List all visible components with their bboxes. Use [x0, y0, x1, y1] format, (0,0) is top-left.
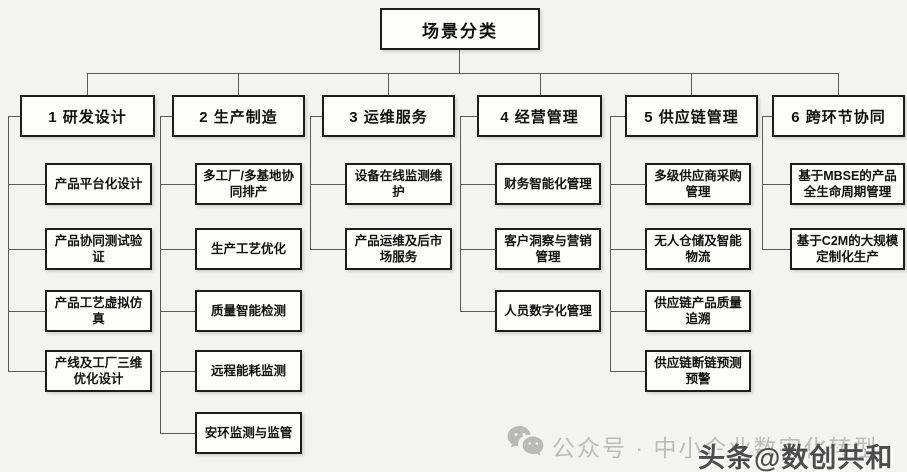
- node-category-rd-design: 1 研发设计: [20, 95, 155, 137]
- connector-line: [8, 371, 45, 372]
- node-item: 产品工艺虚拟仿真: [45, 290, 152, 332]
- connector-line: [460, 311, 495, 312]
- node-item: 客户洞察与营销管理: [495, 228, 601, 270]
- connector-line: [8, 184, 45, 185]
- node-item: 产品运维及后市场服务: [345, 228, 452, 270]
- connector-line: [460, 249, 495, 250]
- node-item: 产线及工厂三维优化设计: [45, 350, 152, 392]
- connector-line: [160, 116, 172, 117]
- connector-line: [160, 433, 195, 434]
- connector-line: [8, 116, 9, 371]
- connector-line: [160, 184, 195, 185]
- node-item: 无人仓储及智能物流: [645, 228, 751, 270]
- node-item: 产品平台化设计: [45, 163, 152, 205]
- watermark-toutiao-account: 头条@数创共和: [698, 443, 894, 472]
- connector-line: [310, 249, 345, 250]
- connector-line: [310, 116, 322, 117]
- node-item: 财务智能化管理: [495, 163, 601, 205]
- connector-line: [8, 116, 20, 117]
- connector-line: [610, 184, 645, 185]
- connector-line: [8, 249, 45, 250]
- node-item: 供应链断链预测预警: [645, 350, 751, 392]
- connector-line: [388, 73, 389, 95]
- connector-line: [160, 311, 195, 312]
- connector-line: [540, 73, 541, 95]
- node-category-manufacturing: 2 生产制造: [172, 95, 305, 137]
- connector-line: [762, 249, 790, 250]
- node-item: 人员数字化管理: [495, 290, 601, 332]
- connector-line: [310, 184, 345, 185]
- node-category-business-management: 4 经营管理: [477, 95, 602, 137]
- node-item: 安环监测与监管: [195, 412, 302, 454]
- connector-line: [610, 249, 645, 250]
- node-root: 场景分类: [380, 8, 540, 50]
- node-item: 远程能耗监测: [195, 350, 302, 392]
- connector-line: [762, 116, 763, 249]
- connector-line: [610, 116, 625, 117]
- connector-line: [762, 116, 772, 117]
- connector-line: [460, 116, 477, 117]
- connector-line: [762, 184, 790, 185]
- watermark-wechat-account: 公众号 · 中小企业数字化转型: [552, 435, 879, 461]
- connector-line: [460, 184, 495, 185]
- connector-line: [610, 311, 645, 312]
- connector-line: [838, 73, 839, 95]
- node-item: 生产工艺优化: [195, 228, 302, 270]
- connector-line: [8, 311, 45, 312]
- node-item: 多级供应商采购管理: [645, 163, 751, 205]
- node-item: 多工厂/多基地协同排产: [195, 163, 302, 205]
- connector-line: [691, 73, 692, 95]
- node-item: 设备在线监测维护: [345, 163, 452, 205]
- node-item: 产品协同测试验证: [45, 228, 152, 270]
- connector-line: [459, 50, 460, 74]
- connector-line: [87, 73, 88, 95]
- connector-line: [610, 116, 611, 371]
- connector-line: [310, 116, 311, 249]
- connector-line: [160, 371, 195, 372]
- node-category-supply-chain: 5 供应链管理: [625, 95, 758, 137]
- connector-line: [460, 116, 461, 311]
- node-category-operations-service: 3 运维服务: [322, 95, 455, 137]
- connector-line: [160, 116, 161, 433]
- node-item: 基于MBSE的产品全生命周期管理: [790, 163, 905, 205]
- connector-line: [238, 73, 239, 95]
- connector-line: [610, 371, 645, 372]
- node-item: 供应链产品质量追溯: [645, 290, 751, 332]
- connector-line: [160, 249, 195, 250]
- wechat-icon: [506, 425, 546, 464]
- connector-line: [87, 73, 838, 74]
- node-category-cross-link-collab: 6 跨环节协同: [772, 95, 905, 137]
- node-item: 质量智能检测: [195, 290, 302, 332]
- node-item: 基于C2M的大规模定制化生产: [790, 228, 905, 270]
